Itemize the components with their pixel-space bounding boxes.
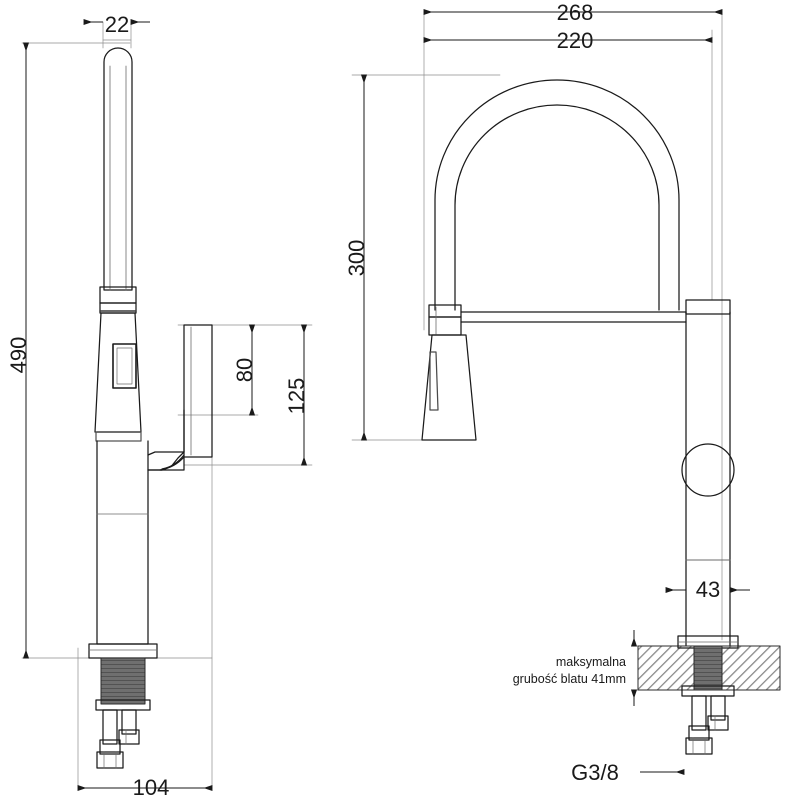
countertop-section (637, 645, 781, 691)
right-view-dimensions (360, 8, 750, 776)
countertop-note-line2: grubość blatu 41mm (513, 672, 626, 686)
left-view (21, 21, 313, 791)
left-supply-hoses (96, 709, 140, 769)
dim-43-label: 43 (696, 577, 720, 602)
right-supply-hoses (685, 695, 729, 755)
left-dock-block (159, 324, 213, 471)
dim-300-label: 300 (344, 240, 369, 277)
countertop-thickness-note: maksymalna grubość blatu 41mm (513, 655, 626, 686)
dim-125-label: 125 (284, 378, 309, 415)
dim-220-label: 220 (557, 28, 594, 53)
dim-22-label: 22 (105, 12, 129, 37)
right-view-dimension-labels: 268 220 300 43 (344, 0, 720, 602)
left-view-dimension-labels: 22 490 80 125 104 (6, 12, 309, 800)
dim-104-label: 104 (133, 775, 170, 800)
dim-490-label: 490 (6, 337, 31, 374)
left-spout-tube (103, 47, 133, 291)
left-threaded-shank (95, 657, 151, 711)
right-column-body (685, 299, 731, 647)
dim-268-label: 268 (557, 0, 594, 25)
countertop-note-line1: maksymalna (556, 655, 626, 669)
right-threaded-shank (681, 645, 735, 697)
left-handle-body (94, 312, 142, 442)
right-spout-head (421, 304, 477, 441)
right-gooseneck-arch (434, 79, 680, 311)
g38-label: G3/8 (571, 760, 619, 785)
left-view-dimensions (22, 18, 308, 792)
right-lever-handle (681, 443, 735, 497)
right-view (351, 9, 781, 755)
dim-80-label: 80 (232, 358, 257, 382)
left-spout-collar (99, 286, 137, 314)
right-spout-arm (460, 311, 687, 323)
